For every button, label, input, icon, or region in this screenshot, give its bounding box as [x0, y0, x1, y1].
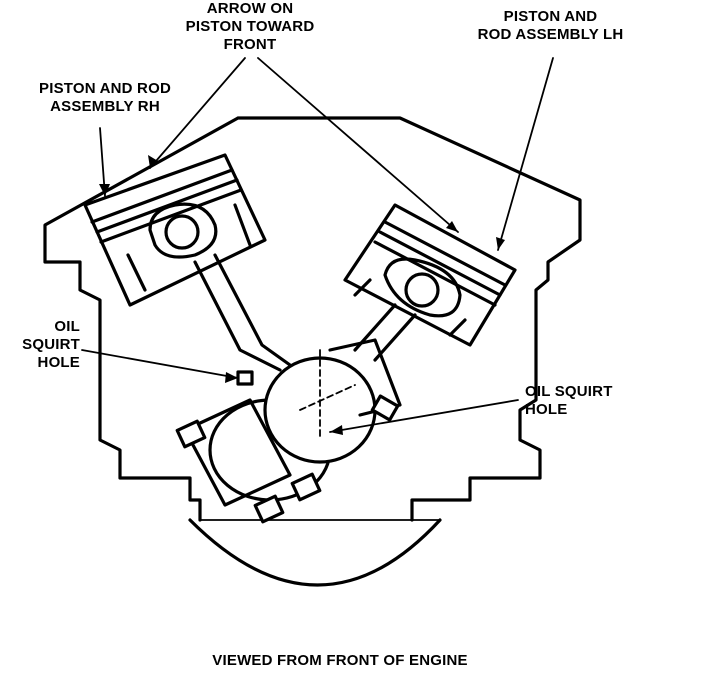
- rod-rh: [193, 253, 292, 372]
- label-line: PISTON TOWARD: [185, 18, 315, 35]
- label-oil-squirt-left: OIL SQUIRT HOLE: [10, 318, 80, 372]
- piston-lh: [343, 203, 517, 347]
- caption: VIEWED FROM FRONT OF ENGINE: [212, 652, 468, 669]
- bolt-4: [370, 394, 400, 422]
- label-line: OIL SQUIRT: [525, 383, 613, 400]
- piston-rh: [83, 153, 267, 307]
- arrow-heads: [99, 155, 505, 435]
- label-line: FRONT: [223, 36, 277, 53]
- leader-lines: [81, 57, 554, 433]
- label-piston-rod-rh: PISTON AND ROD ASSEMBLY RH: [15, 80, 195, 116]
- label-line: ARROW ON: [206, 0, 294, 17]
- label-line: ASSEMBLY RH: [50, 98, 160, 115]
- label-line: PISTON AND ROD: [39, 80, 171, 97]
- bolt-5: [236, 370, 254, 386]
- bolt-2: [253, 494, 285, 524]
- label-line: PISTON AND: [503, 8, 598, 25]
- bolt-1: [175, 419, 207, 449]
- crank-centerline: [299, 349, 356, 441]
- label-line: OIL: [54, 318, 80, 335]
- label-piston-rod-lh: PISTON AND ROD ASSEMBLY LH: [448, 8, 653, 44]
- label-line: HOLE: [525, 401, 568, 418]
- bolt-3: [290, 472, 322, 502]
- label-line: HOLE: [37, 354, 80, 371]
- engine-block-outline: [43, 116, 582, 522]
- label-line: SQUIRT: [22, 336, 80, 353]
- rod-cap-rh: [183, 398, 292, 507]
- crankcase-arc: [188, 518, 442, 587]
- label-line: ROD ASSEMBLY LH: [477, 26, 624, 43]
- label-arrow-on-piston: ARROW ON PISTON TOWARD FRONT: [150, 0, 350, 54]
- label-oil-squirt-right: OIL SQUIRT HOLE: [525, 383, 655, 419]
